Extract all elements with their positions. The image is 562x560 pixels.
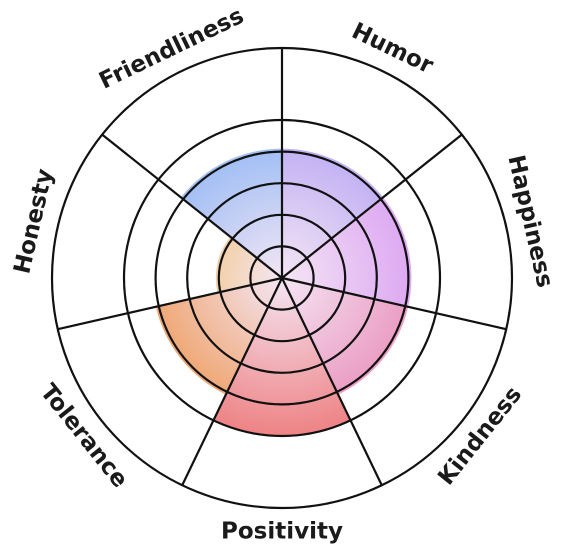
wedge-positivity	[213, 278, 351, 437]
label-friendliness: Friendliness	[95, 3, 248, 95]
wedge-tolerance	[155, 278, 282, 395]
label-positivity: Positivity	[221, 519, 343, 545]
wedge-humor	[282, 148, 384, 278]
wedge-kindness	[282, 278, 409, 395]
wedge-honesty	[215, 236, 282, 293]
wedge-friendliness	[180, 148, 282, 278]
spoke-6	[57, 276, 283, 331]
spoke-3	[281, 276, 507, 331]
chart-wedges	[155, 148, 412, 437]
spoke-4	[281, 277, 383, 486]
spoke-0	[101, 133, 283, 279]
spoke-2	[281, 133, 463, 279]
label-happiness: Happiness	[502, 153, 557, 290]
label-humor: Humor	[348, 18, 438, 79]
spoke-5	[181, 277, 283, 486]
label-kindness: Kindness	[433, 382, 527, 490]
chart-grid	[50, 46, 514, 510]
label-honesty: Honesty	[9, 166, 58, 276]
